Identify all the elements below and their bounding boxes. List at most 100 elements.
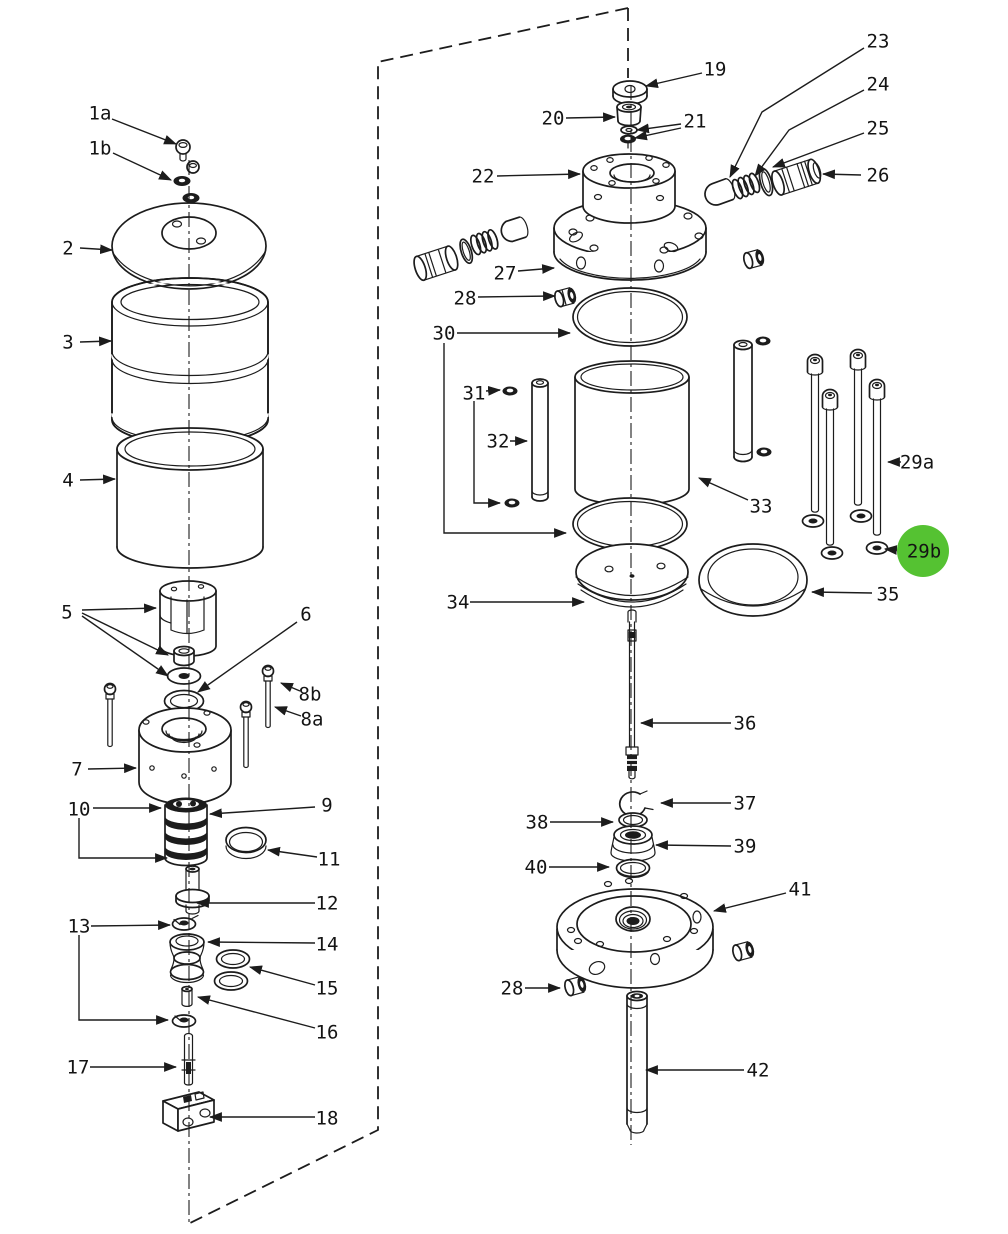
leader-line — [644, 72, 703, 89]
callout-16: 16 — [196, 995, 338, 1044]
part-9-10-piston — [164, 797, 208, 867]
callout-31: 31 — [463, 383, 502, 508]
part-42-drive-shaft — [626, 990, 648, 1134]
part-28-plug-upper — [554, 287, 577, 308]
callout-5: 5 — [61, 602, 169, 677]
part-label-3: 3 — [62, 332, 73, 354]
part-22-upper-flange — [582, 153, 676, 224]
leader-line — [821, 169, 862, 180]
part-label-29a: 29a — [900, 452, 934, 474]
part-valve-set-left — [413, 216, 529, 282]
callout-21: 21 — [633, 111, 707, 141]
callout-17: 17 — [67, 1057, 178, 1079]
leader-line — [273, 706, 302, 717]
part-label-17: 17 — [67, 1057, 90, 1079]
part-36-piston-rod — [625, 609, 639, 780]
leader-line — [111, 118, 178, 145]
part-label-41: 41 — [789, 879, 812, 901]
leader-line — [79, 474, 117, 485]
leader-line — [280, 682, 301, 693]
callout-34: 34 — [447, 592, 586, 614]
callout-30: 30 — [433, 323, 572, 538]
part-8ab-stud — [261, 664, 275, 729]
leader-line — [565, 112, 617, 123]
callout-36: 36 — [639, 713, 756, 735]
part-label-9: 9 — [321, 795, 332, 817]
part-label-32: 32 — [487, 431, 510, 453]
part-37-snap-ring — [618, 790, 654, 817]
part-label-40: 40 — [525, 857, 548, 879]
leader-line — [79, 244, 114, 255]
callout-8a: 8a — [273, 706, 324, 731]
part-1b-washers — [173, 176, 200, 203]
part-label-27: 27 — [494, 263, 517, 285]
leader-line — [79, 336, 113, 347]
part-7-cylinder-block — [138, 707, 232, 805]
part-rings-right — [755, 336, 772, 457]
callout-18: 18 — [208, 1108, 338, 1130]
part-label-6: 6 — [300, 604, 311, 626]
callout-11: 11 — [266, 846, 341, 871]
callout-40: 40 — [525, 857, 611, 879]
callout-29a: 29a — [886, 452, 934, 474]
part-label-35: 35 — [877, 584, 900, 606]
leader-line — [81, 612, 169, 656]
part-30-o-ring-upper — [572, 287, 688, 347]
leader-line — [477, 291, 557, 302]
callout-32: 32 — [487, 431, 529, 453]
leader-line — [87, 763, 138, 774]
part-33-cylinder-liner — [574, 360, 690, 506]
callout-39: 39 — [654, 836, 757, 858]
part-label-1b: 1b — [89, 138, 112, 160]
part-label-21: 21 — [684, 111, 707, 133]
part-1a-screw — [175, 139, 200, 174]
callout-19: 19 — [644, 59, 726, 89]
part-label-1a: 1a — [89, 103, 112, 125]
part-6-seal-ring — [163, 689, 205, 713]
part-label-8a: 8a — [301, 709, 324, 731]
callout-7: 7 — [71, 759, 138, 781]
part-label-29b[interactable]: 29b — [907, 541, 941, 563]
part-label-20: 20 — [542, 108, 565, 130]
part-label-11: 11 — [318, 849, 341, 871]
callout-20: 20 — [542, 108, 617, 130]
part-41-bottom-flange — [556, 877, 714, 989]
part-38-ring — [618, 812, 648, 828]
part-label-28: 28 — [501, 978, 524, 1000]
part-5-washer — [166, 667, 202, 685]
part-29a-studs — [806, 348, 886, 546]
leader-line — [517, 264, 556, 274]
part-label-24: 24 — [867, 74, 890, 96]
part-label-8b: 8b — [299, 684, 322, 706]
part-label-33: 33 — [750, 496, 773, 518]
leader-line — [196, 995, 316, 1029]
callout-9: 9 — [208, 795, 333, 819]
leader-line — [635, 123, 682, 134]
callout-13: 13 — [68, 916, 172, 1025]
leader-line — [90, 920, 172, 931]
callout-15: 15 — [248, 965, 338, 1000]
part-label-7: 7 — [71, 759, 82, 781]
part-label-10: 10 — [68, 799, 91, 821]
part-label-39: 39 — [734, 836, 757, 858]
part-8-stud-left — [103, 682, 117, 748]
callout-2: 2 — [62, 238, 114, 260]
callout-38: 38 — [526, 812, 615, 834]
part-26-valve-body — [771, 158, 822, 196]
part-label-25: 25 — [867, 118, 890, 140]
part-label-12: 12 — [316, 893, 339, 915]
part-label-2: 2 — [62, 238, 73, 260]
callout-1a: 1a — [89, 103, 178, 145]
callout-6: 6 — [197, 604, 312, 693]
callout-1b: 1b — [89, 138, 172, 181]
callout-23: 23 — [729, 31, 890, 178]
leader-line — [81, 615, 169, 677]
highlight-circle[interactable] — [897, 525, 949, 577]
callout-29b: 29b — [883, 525, 949, 577]
leader-line — [78, 818, 169, 863]
part-32-tube-left — [531, 378, 549, 502]
callout-27: 27 — [494, 263, 556, 285]
part-label-23: 23 — [867, 31, 890, 53]
